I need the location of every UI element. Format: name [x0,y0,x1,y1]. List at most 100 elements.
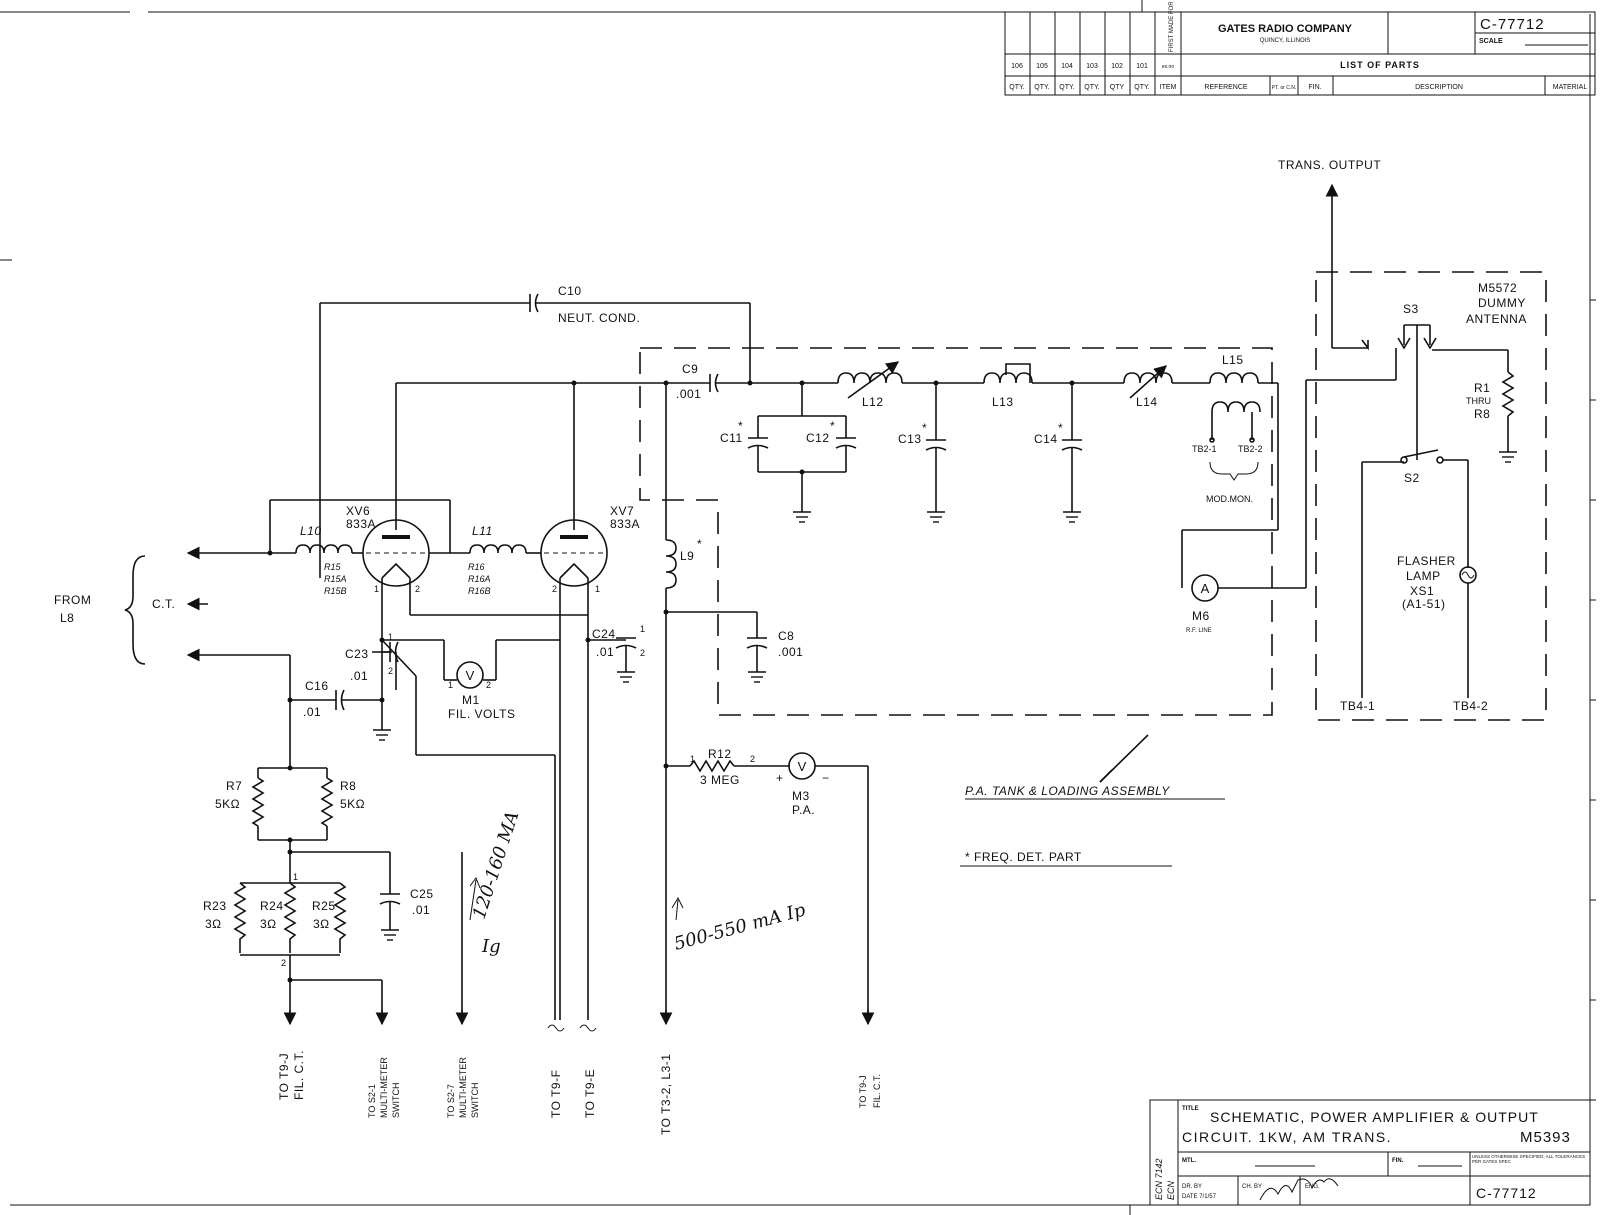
svg-text:R16: R16 [468,562,485,572]
grid-circuit: L10 R15 R15A R15B L11 R16 R16A R16B [200,499,541,596]
svg-text:103: 103 [1086,63,1098,70]
svg-text:THRU: THRU [1466,396,1491,406]
svg-text:DESCRIPTION: DESCRIPTION [1415,84,1463,91]
svg-text:SWITCH: SWITCH [391,1083,401,1119]
svg-text:FIN.: FIN. [1308,84,1321,91]
svg-text:PT. or C.N.: PT. or C.N. [1272,85,1296,91]
company-name: GATES RADIO COMPANY [1218,23,1353,35]
qty-row: QTY. QTY. QTY. QTY. QTY QTY. ITEM REFERE… [1009,84,1587,91]
tb4-1-label: TB4-1 [1340,699,1375,713]
plate-line [395,380,710,540]
svg-text:C13: C13 [898,432,922,446]
switch-s3: S3 [1306,302,1509,460]
svg-text:R7: R7 [226,779,242,793]
tb4-2-label: TB4-2 [1453,699,1488,713]
svg-text:FIL. C.T.: FIL. C.T. [872,1074,882,1108]
svg-text:TO T3-2, L3-1: TO T3-2, L3-1 [659,1054,673,1135]
model-row: 106 105 104 103 102 101 ex.no [1011,63,1174,70]
svg-text:.01: .01 [350,669,368,683]
svg-text:S2: S2 [1404,471,1420,485]
filament-circuit: C23 .01 1 2 C16 .01 [225,614,589,1020]
svg-text:C14: C14 [1034,432,1058,446]
inductor-l9: L9 * [663,537,702,615]
capacitor-c9: C9 .001 [676,362,838,401]
svg-text:1: 1 [595,584,600,594]
svg-text:XV6: XV6 [346,504,370,518]
svg-text:R1: R1 [1474,381,1490,395]
freq-det-label: * FREQ. DET. PART [965,850,1082,864]
inductor-l12: L12 [837,361,936,409]
dummy-antenna-assembly: M5572 DUMMY ANTENNA S3 R1 THRU [1306,271,1547,721]
svg-text:TO T9-E: TO T9-E [583,1069,597,1118]
svg-text:L11: L11 [472,524,493,538]
svg-text:C.T.: C.T. [152,597,175,611]
svg-text:106: 106 [1011,63,1023,70]
trans-output-label: TRANS. OUTPUT [1278,158,1381,172]
svg-text:L13: L13 [992,395,1014,409]
svg-text:R16B: R16B [468,586,491,596]
svg-text:R15A: R15A [324,574,347,584]
svg-text:C10: C10 [558,284,582,298]
svg-text:*: * [830,419,835,433]
svg-text:ECN 7142: ECN 7142 [1154,1158,1164,1200]
list-of-parts-title: LIST OF PARTS [1340,60,1420,70]
svg-text:1: 1 [388,632,393,642]
inductor-l14: L14 [1072,365,1210,409]
lead-s2-1: TO S2-1 MULTI-METER SWITCH [367,1057,401,1118]
svg-text:C9: C9 [682,362,698,376]
svg-text:+: + [776,771,784,785]
svg-text:P.A.: P.A. [792,803,815,817]
svg-text:L12: L12 [862,395,884,409]
svg-text:105: 105 [1036,63,1048,70]
tank-label: P.A. TANK & LOADING ASSEMBLY [965,784,1170,798]
svg-text:XV7: XV7 [610,504,634,518]
svg-text:*: * [1058,421,1063,435]
lead-t3-2: TO T3-2, L3-1 [659,1054,673,1135]
svg-text:NEUT. COND.: NEUT. COND. [558,311,640,325]
svg-text:R15: R15 [324,562,342,572]
svg-text:*: * [738,419,743,433]
svg-text:TO S2-7: TO S2-7 [446,1084,456,1118]
svg-text:R23: R23 [203,899,227,913]
svg-text:2: 2 [640,648,645,658]
svg-text:120-160 MA: 120-160 MA [469,809,524,922]
svg-text:MTL.: MTL. [1182,1158,1196,1164]
svg-text:.01: .01 [412,903,430,917]
svg-text:DR. BY: DR. BY [1182,1184,1202,1190]
svg-text:L10: L10 [300,524,322,538]
svg-text:.001: .001 [676,387,701,401]
svg-text:L8: L8 [60,611,74,625]
svg-text:3 MEG: 3 MEG [700,773,740,787]
svg-text:QTY.: QTY. [1034,84,1049,91]
lead-t9j-right: TO T9-J FIL. C.T. [858,1074,882,1108]
capacitor-c8: C8 .001 [666,611,803,683]
svg-text:FLASHER: FLASHER [1397,554,1456,568]
voltmeter-m3: V + − M3 P.A. [776,752,869,1020]
svg-text:M1: M1 [462,693,480,707]
svg-text:2: 2 [415,584,420,594]
svg-text:(A1-51): (A1-51) [1402,597,1446,611]
svg-text:S3: S3 [1403,302,1419,316]
pa-tank-assembly-box: P.A. TANK & LOADING ASSEMBLY * FREQ. DET… [639,347,1273,867]
svg-text:V: V [466,668,475,683]
svg-text:101: 101 [1136,63,1148,70]
svg-text:V: V [798,759,807,774]
drawing-number-bottom: C-77712 [1476,1185,1537,1201]
svg-text:.01: .01 [596,645,614,659]
svg-text:DUMMY: DUMMY [1478,296,1526,310]
svg-text:*: * [922,421,927,435]
svg-text:TO T9-J: TO T9-J [858,1075,868,1108]
svg-text:ANTENNA: ANTENNA [1466,312,1527,326]
title-line-2: CIRCUIT. 1KW, AM TRANS. [1182,1129,1392,1145]
svg-text:TB2-1: TB2-1 [1192,444,1217,454]
capacitor-c10-neut: C10 NEUT. COND. [319,284,751,578]
drawing-number-top: C-77712 [1480,16,1545,33]
svg-text:.01: .01 [303,705,321,719]
svg-text:5KΩ: 5KΩ [340,797,365,811]
lead-t9f: TO T9-F [549,1070,563,1118]
tolerance-note: UNLESS OTHERWISE SPECIFIED, ALL TOLERANC… [1472,1154,1586,1164]
voltmeter-m1: V 1 2 M1 FIL. VOLTS [444,639,560,721]
svg-text:C11: C11 [720,431,743,445]
lead-t9e: TO T9-E [583,1069,597,1118]
